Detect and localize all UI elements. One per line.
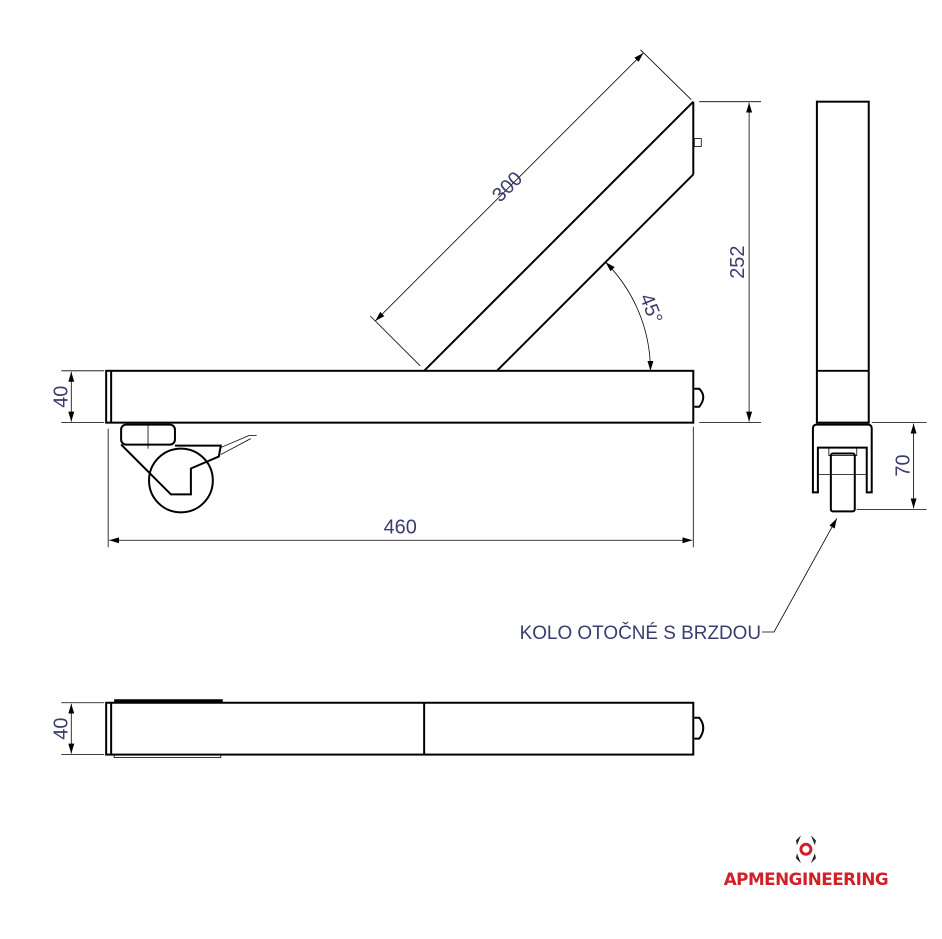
inclined-arm bbox=[423, 100, 702, 372]
top-view: 40 bbox=[50, 699, 705, 758]
dimension-40-front: 40 bbox=[50, 370, 105, 424]
dim-300-label: 300 bbox=[488, 168, 527, 207]
end-knob bbox=[694, 387, 705, 408]
side-body bbox=[815, 100, 870, 424]
dim-70-label: 70 bbox=[893, 454, 915, 476]
top-end-knob bbox=[694, 716, 705, 740]
logo-mark bbox=[795, 835, 816, 864]
top-bar bbox=[105, 701, 695, 756]
dim-40-front-label: 40 bbox=[50, 386, 72, 408]
caster-leader: KOLO OTOČNÉ S BRZDOU bbox=[520, 518, 838, 644]
caster-label: KOLO OTOČNÉ S BRZDOU bbox=[520, 622, 761, 644]
front-view: 300 45° 252 40 460 bbox=[50, 49, 762, 548]
caster-wheel bbox=[120, 423, 257, 514]
logo-text: APMENGINEERING bbox=[724, 869, 888, 889]
dimension-45deg: 45° bbox=[605, 261, 667, 371]
base-bar bbox=[105, 369, 695, 424]
dim-252-label: 252 bbox=[727, 246, 749, 279]
dimension-40-top: 40 bbox=[50, 702, 105, 755]
dimension-252: 252 bbox=[699, 101, 762, 424]
dim-40-top-label: 40 bbox=[50, 718, 72, 740]
dimension-70: 70 bbox=[856, 422, 927, 510]
side-caster bbox=[811, 423, 873, 513]
dim-45-label: 45° bbox=[635, 291, 667, 327]
company-logo: APMENGINEERING bbox=[724, 835, 889, 889]
dimension-460: 460 bbox=[107, 426, 694, 548]
side-view: 70 KOLO OTOČNÉ S BRZDOU bbox=[520, 100, 927, 644]
dim-460-label: 460 bbox=[384, 516, 417, 538]
arm-pin bbox=[693, 138, 702, 147]
